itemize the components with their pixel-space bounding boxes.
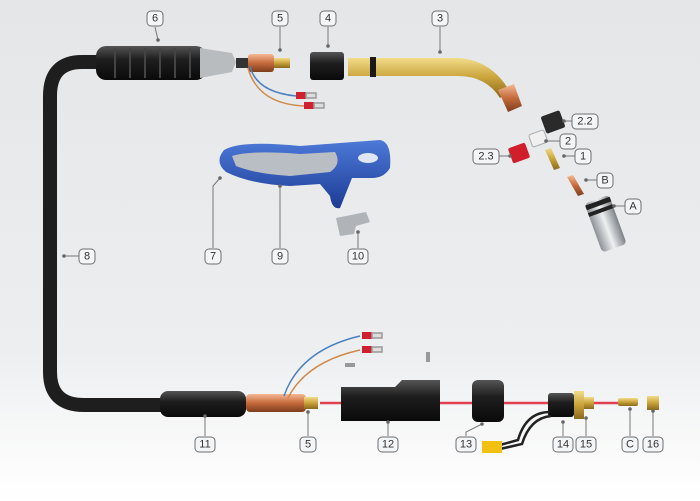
svg-text:8: 8 — [84, 251, 90, 263]
torch-handle — [219, 140, 391, 209]
central-plug — [482, 391, 594, 453]
liner-nut — [647, 396, 659, 410]
control-wires-bottom — [283, 332, 383, 399]
control-wires-top — [247, 65, 325, 109]
label-11: 11 — [194, 436, 216, 453]
central-connector-housing — [341, 380, 440, 421]
label-3: 3 — [431, 10, 449, 27]
label-7: 7 — [204, 248, 222, 265]
contact-tip — [567, 175, 584, 196]
neck-nut — [310, 52, 344, 80]
svg-text:6: 6 — [152, 13, 158, 25]
cable-sleeve — [160, 391, 246, 417]
svg-text:11: 11 — [199, 439, 210, 451]
label-14: 14 — [552, 436, 574, 453]
svg-text:2: 2 — [565, 136, 571, 148]
label-6: 6 — [146, 10, 164, 27]
svg-text:4: 4 — [325, 13, 331, 25]
label-16: 16 — [642, 436, 664, 453]
label-2-2: 2.2 — [571, 113, 599, 130]
svg-text:5: 5 — [305, 439, 311, 451]
swan-neck — [348, 57, 522, 112]
label-2-3: 2.3 — [472, 148, 500, 165]
svg-text:3: 3 — [437, 13, 443, 25]
leader-lines — [62, 26, 655, 436]
gas-nozzle — [585, 195, 626, 252]
svg-text:7: 7 — [210, 251, 216, 263]
union-nut — [472, 380, 504, 422]
label-b: B — [596, 172, 614, 189]
svg-text:C: C — [626, 439, 634, 451]
svg-text:13: 13 — [460, 439, 472, 451]
label-1: 1 — [574, 148, 592, 165]
part-2 — [528, 129, 548, 148]
svg-text:1: 1 — [580, 151, 586, 163]
label-15: 15 — [575, 436, 597, 453]
label-4: 4 — [319, 10, 337, 27]
label-9: 9 — [271, 248, 289, 265]
svg-text:B: B — [601, 175, 608, 187]
svg-text:9: 9 — [277, 251, 283, 263]
trigger — [336, 212, 370, 236]
torch-grip — [96, 46, 250, 80]
part-2-3 — [508, 142, 530, 164]
cable-hose — [43, 55, 177, 412]
screw — [426, 352, 430, 362]
label-12: 12 — [377, 436, 399, 453]
cable-connector-top — [248, 54, 290, 72]
svg-text:15: 15 — [580, 439, 592, 451]
part-1 — [545, 148, 560, 170]
label-a: A — [624, 198, 642, 215]
svg-text:12: 12 — [382, 439, 394, 451]
svg-text:5: 5 — [277, 13, 283, 25]
svg-text:14: 14 — [557, 439, 569, 451]
svg-text:2.3: 2.3 — [478, 151, 493, 163]
svg-text:10: 10 — [352, 251, 364, 263]
label-8: 8 — [78, 248, 96, 265]
cable-connector-bottom — [246, 394, 318, 412]
label-13: 13 — [455, 436, 477, 453]
label-2: 2 — [559, 133, 577, 150]
label-c: C — [621, 436, 639, 453]
label-5-top: 5 — [271, 10, 289, 27]
liner-nipple — [618, 398, 638, 406]
part-2-2 — [541, 110, 565, 134]
svg-text:16: 16 — [647, 439, 659, 451]
label-10: 10 — [347, 248, 369, 265]
label-5-bottom: 5 — [299, 436, 317, 453]
svg-text:A: A — [629, 201, 637, 213]
svg-text:2.2: 2.2 — [577, 116, 592, 128]
screw — [345, 363, 355, 367]
